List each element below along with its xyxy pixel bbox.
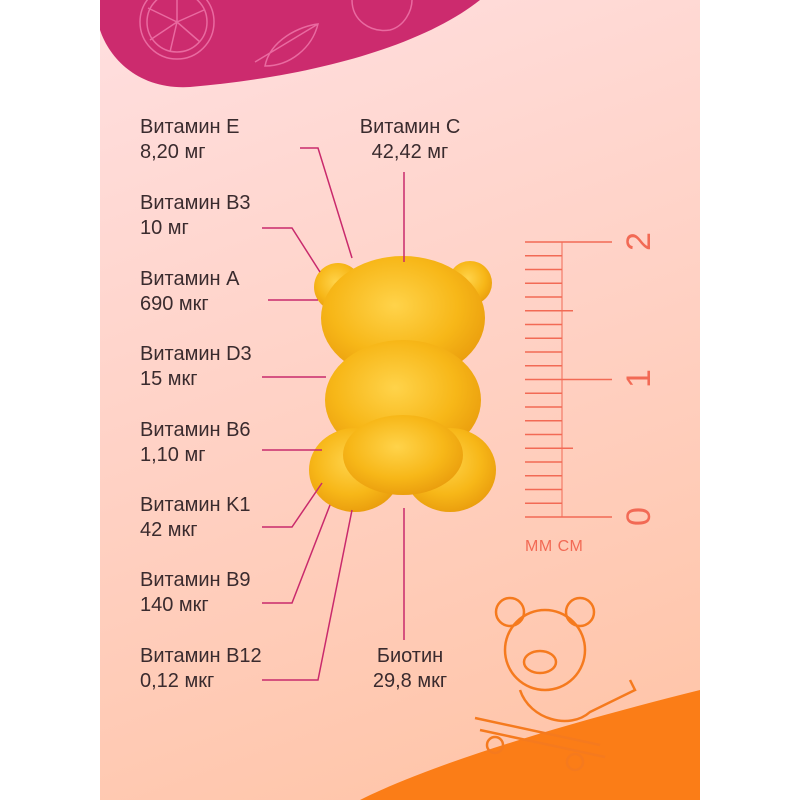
- vitamin-c-label: Витамин C 42,42 мг: [360, 115, 461, 165]
- ruler-units: ММ СМ: [525, 538, 584, 555]
- vitamin-value: 10 мг: [140, 217, 189, 239]
- vitamin-name: Витамин B6: [140, 419, 251, 441]
- vitamin-b9-label: Витамин B9 140 мкг: [140, 568, 251, 618]
- vitamin-value: 0,12 мкг: [140, 670, 215, 692]
- vitamin-a-label: Витамин A 690 мкг: [140, 267, 239, 317]
- citrus-slice-icon: [139, 0, 215, 60]
- vitamin-value: 140 мкг: [140, 594, 209, 616]
- vitamin-value: 42 мкг: [140, 519, 198, 541]
- vitamin-b3-label: Витамин B3 10 мг: [140, 191, 251, 241]
- vitamin-value: 15 мкг: [140, 368, 198, 390]
- vitamin-e-label: Витамин E 8,20 мг: [140, 115, 239, 165]
- vitamin-name: Витамин E: [140, 116, 240, 138]
- cartoon-bear-skateboard: [474, 596, 637, 772]
- ruler: [525, 241, 612, 518]
- vitamin-name: Биотин: [376, 645, 444, 667]
- vitamin-b6-label: Витамин B6 1,10 мг: [140, 418, 251, 468]
- vitamin-value: 690 мкг: [140, 293, 209, 315]
- biotin-label: Биотин 29,8 мкг: [373, 644, 447, 694]
- infographic-card: Витамин E 8,20 мг Витамин B3 10 мг Витамин…: [100, 0, 700, 800]
- vitamin-value: 8,20 мг: [140, 141, 206, 163]
- vitamin-value: 42,42 мг: [371, 141, 449, 163]
- pink-wave-shape: [100, 0, 480, 88]
- citrus-half-icon: [351, 0, 413, 32]
- vitamin-name: Витамин B3: [140, 192, 251, 214]
- vitamin-k1-label: Витамин K1 42 мкг: [140, 493, 251, 543]
- leaf-icon: [254, 23, 319, 67]
- vitamin-name: Витамин B12: [140, 645, 262, 667]
- vitamin-name: Витамин A: [140, 268, 240, 290]
- vitamin-name: Витамин B9: [140, 569, 251, 591]
- decor-layer: [100, 0, 700, 800]
- vitamin-value: 1,10 мг: [140, 444, 206, 466]
- vitamin-name: Витамин D3: [140, 343, 252, 365]
- vitamin-name: Витамин K1: [140, 494, 251, 516]
- ruler-label-2: 2: [619, 232, 658, 251]
- orange-wave-shape: [360, 690, 700, 800]
- vitamin-d3-label: Витамин D3 15 мкг: [140, 342, 252, 392]
- gummy-bear: [309, 256, 496, 512]
- ruler-label-1: 1: [619, 369, 658, 388]
- vitamin-value: 29,8 мкг: [372, 670, 448, 692]
- vitamin-b12-label: Витамин B12 0,12 мкг: [140, 644, 262, 694]
- connector-lines: [262, 147, 405, 681]
- vitamin-name: Витамин C: [359, 116, 461, 138]
- ruler-label-0: 0: [619, 507, 658, 526]
